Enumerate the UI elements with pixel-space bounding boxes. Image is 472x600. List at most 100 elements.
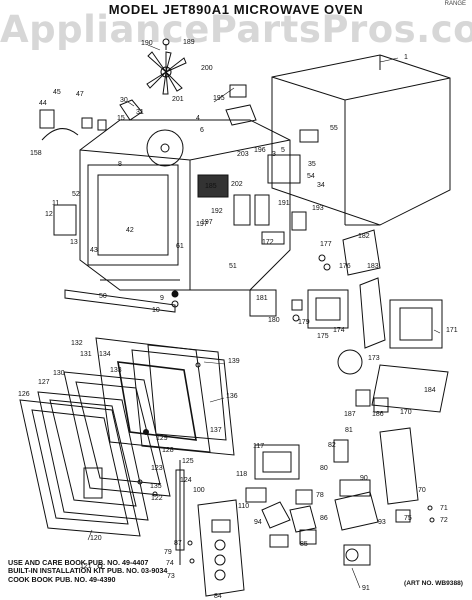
callout-label: 174 — [333, 327, 345, 334]
callout-label: 35 — [308, 161, 316, 168]
callout-label: 137 — [210, 427, 222, 434]
callout-label: 129 — [156, 435, 168, 442]
callout-label: 4 — [196, 115, 200, 122]
callout-label: 75 — [404, 515, 412, 522]
callout-label: 44 — [39, 100, 47, 107]
callout-label: 93 — [378, 519, 386, 526]
callout-label: 30 — [120, 97, 128, 104]
callout-label: 121 — [80, 563, 92, 570]
oven-chassis — [64, 119, 291, 313]
art-number: (ART NO. WB9388) — [404, 580, 463, 587]
diagram-title: MODEL JET890A1 MICROWAVE OVEN — [108, 2, 364, 17]
magnetron-transformer-area — [249, 229, 449, 413]
callout-label: 54 — [307, 173, 315, 180]
callout-label: 71 — [440, 505, 448, 512]
callout-label: 72 — [440, 517, 448, 524]
callout-label: 135 — [150, 483, 162, 490]
callout-label: 74 — [166, 560, 174, 567]
callout-label: 122 — [151, 495, 163, 502]
callout-label: 189 — [183, 39, 195, 46]
callout-label: 191 — [278, 200, 290, 207]
callout-label: 190 — [141, 40, 153, 47]
callout-label: 84 — [214, 593, 222, 600]
callout-label: 12 — [45, 211, 53, 218]
callout-label: 131 — [80, 351, 92, 358]
callout-label: 158 — [30, 150, 42, 157]
callout-label: 61 — [176, 243, 184, 250]
callout-label: 177 — [320, 241, 332, 248]
callout-label: 187 — [344, 411, 356, 418]
callout-label: 78 — [316, 492, 324, 499]
callout-label: 51 — [229, 263, 237, 270]
callout-labels: 190 189 200 201 1 45 44 47 30 31 195 4 6… — [18, 39, 458, 600]
callout-label: 91 — [362, 585, 370, 592]
callout-label: 170 — [400, 409, 412, 416]
callout-label: 82 — [328, 442, 336, 449]
callout-label: 34 — [317, 182, 325, 189]
callout-label: 70 — [418, 487, 426, 494]
callout-label: 133 — [110, 367, 122, 374]
callout-label: 87 — [174, 540, 182, 547]
callout-label: 126 — [18, 391, 30, 398]
callout-label: 86 — [320, 515, 328, 522]
callout-label: 134 — [99, 351, 111, 358]
callout-label: 3 — [272, 151, 276, 158]
callout-label: 50 — [99, 293, 107, 300]
callout-label: 124 — [180, 477, 192, 484]
lower-right-parts — [245, 427, 419, 566]
callout-label: 55 — [330, 125, 338, 132]
callout-label: 176 — [339, 263, 351, 270]
note-line: USE AND CARE BOOK PUB. NO. 49-4407 — [8, 558, 149, 567]
door-assembly — [19, 337, 235, 565]
callout-label: 201 — [172, 96, 184, 103]
callout-label: 179 — [298, 319, 310, 326]
publication-notes: USE AND CARE BOOK PUB. NO. 49-4407 BUILT… — [8, 558, 167, 584]
callout-label: 79 — [164, 549, 172, 556]
callout-label: 11 — [52, 200, 59, 207]
callout-label: 175 — [317, 333, 329, 340]
callout-label: 15 — [117, 115, 125, 122]
callout-label: 173 — [368, 355, 380, 362]
callout-label: 128 — [162, 447, 174, 454]
callout-label: 8 — [118, 161, 122, 168]
callout-label: 185 — [205, 183, 217, 190]
callout-label: 94 — [254, 519, 262, 526]
callout-label: 200 — [201, 65, 213, 72]
callout-label: 136 — [226, 393, 238, 400]
callout-label: 52 — [72, 191, 80, 198]
callout-label: 186 — [372, 411, 384, 418]
callout-label: 42 — [126, 227, 134, 234]
callout-label: 193 — [312, 205, 324, 212]
callout-label: 130 — [53, 370, 65, 377]
callout-label: 197 — [201, 219, 213, 226]
callout-label: 43 — [90, 247, 98, 254]
upper-left-parts — [39, 84, 319, 245]
callout-label: 31 — [136, 109, 144, 116]
callout-label: 183 — [367, 263, 379, 270]
callout-label: 197 — [196, 221, 208, 228]
callout-label: 81 — [345, 427, 353, 434]
callout-label: 5 — [281, 147, 285, 154]
callout-label: 80 — [320, 465, 328, 472]
callout-label: 47 — [76, 91, 84, 98]
callout-label: 172 — [262, 239, 274, 246]
callout-label: 171 — [446, 327, 458, 334]
callout-label: 192 — [211, 208, 223, 215]
callout-label: 182 — [358, 233, 370, 240]
callout-label: 118 — [236, 471, 247, 478]
callout-label: 184 — [424, 387, 436, 394]
callout-label: 10 — [152, 307, 160, 314]
callout-label: 9 — [160, 295, 164, 302]
callout-label: 180 — [268, 317, 280, 324]
callout-label: 196 — [254, 147, 266, 154]
callout-label: 139 — [228, 358, 240, 365]
callout-label: 73 — [167, 573, 175, 580]
control-panel — [197, 499, 245, 597]
callout-label: 125 — [182, 458, 194, 465]
callout-label: 203 — [237, 151, 249, 158]
callout-label: 123 — [151, 465, 163, 472]
callout-label: 90 — [360, 475, 368, 482]
callout-label: 110 — [238, 503, 249, 510]
